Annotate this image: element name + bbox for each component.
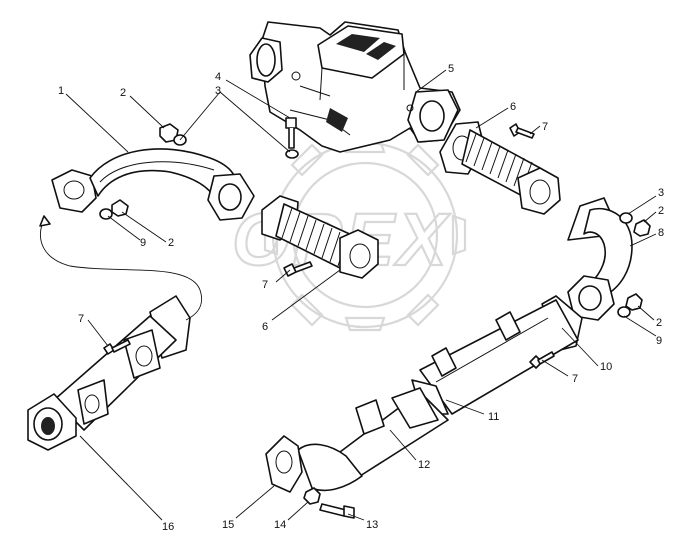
callout-3: 3	[658, 187, 664, 199]
callout-7: 7	[542, 121, 548, 133]
callout-6: 6	[510, 101, 516, 113]
connector-arrow	[40, 219, 202, 321]
part-8-elbow	[567, 197, 633, 321]
nut-washer-set-left	[99, 123, 187, 220]
callout-8: 8	[658, 227, 664, 239]
part-15-flange	[265, 435, 303, 493]
callout-15: 15	[222, 519, 234, 531]
part-11-long-pipe	[297, 295, 583, 492]
callout-2: 2	[168, 237, 174, 249]
callout-12: 12	[418, 459, 430, 471]
callout-2: 2	[120, 87, 126, 99]
callout-labels: 1 2 4 3 5 6 7 3 2 8 9 2 7 6 2 9 7 10 7 1…	[58, 63, 664, 533]
callout-1: 1	[58, 85, 64, 97]
callout-9: 9	[656, 335, 662, 347]
part-4-bolt	[285, 117, 299, 159]
part-14-nut	[303, 487, 321, 505]
bolt-7-upper	[509, 123, 535, 139]
callout-6: 6	[262, 321, 268, 333]
part-13-bolt	[319, 503, 355, 519]
callout-14: 14	[274, 519, 286, 531]
part-6-bellows-upper	[439, 121, 561, 215]
callout-3: 3	[215, 85, 221, 97]
part-6-bellows-middle	[261, 195, 379, 279]
part-16-tee-pipe	[27, 295, 191, 451]
bolt-7-lower	[529, 351, 555, 369]
callout-2: 2	[656, 317, 662, 329]
nut-washer-set-right	[617, 212, 651, 318]
callout-4: 4	[215, 71, 221, 83]
part-1-elbow-pipe	[51, 148, 255, 221]
callout-2: 2	[658, 205, 664, 217]
callout-7: 7	[78, 313, 84, 325]
callout-10: 10	[600, 361, 612, 373]
callout-13: 13	[366, 519, 378, 531]
callout-11: 11	[488, 411, 499, 423]
callout-9: 9	[140, 237, 146, 249]
connector-arrowhead	[39, 215, 51, 227]
part-5-manifold	[249, 21, 461, 153]
callout-7: 7	[572, 373, 578, 385]
callout-7: 7	[262, 279, 268, 291]
callout-16: 16	[162, 521, 174, 533]
callout-5: 5	[448, 63, 454, 75]
leader-lines	[65, 69, 657, 521]
